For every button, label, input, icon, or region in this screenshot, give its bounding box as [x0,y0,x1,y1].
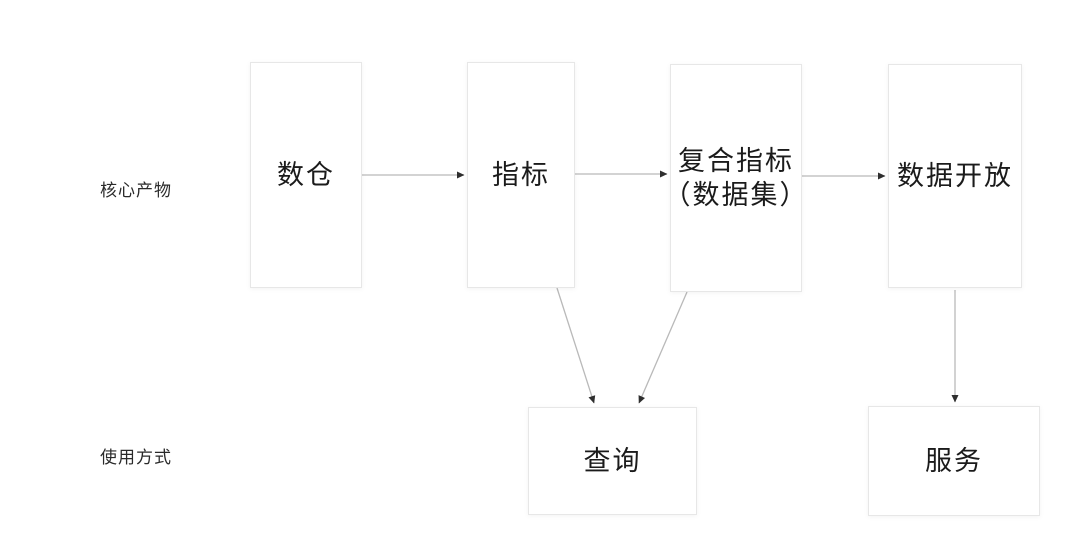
connector-metrics-to-query [556,287,596,404]
node-composite-metrics-label-line1: 复合指标 [678,146,794,176]
node-data-warehouse-label: 数仓 [277,160,335,190]
node-metrics: 指标 [467,62,575,288]
node-service: 服务 [868,406,1040,516]
node-service-label: 服务 [925,446,983,476]
node-data-open-label: 数据开放 [897,161,1013,191]
node-data-warehouse: 数仓 [250,62,362,288]
node-metrics-label: 指标 [492,160,550,190]
connector-composite-to-query [638,291,688,404]
node-composite-metrics: 复合指标 （数据集） [664,64,807,292]
node-composite-metrics-label-line2: （数据集） [663,180,809,210]
row-label-usage-mode: 使用方式 [100,448,172,467]
row-label-core-products: 核心产物 [100,181,172,200]
node-query: 查询 [528,407,697,515]
node-data-open: 数据开放 [888,64,1022,288]
node-query-label: 查询 [583,446,642,476]
